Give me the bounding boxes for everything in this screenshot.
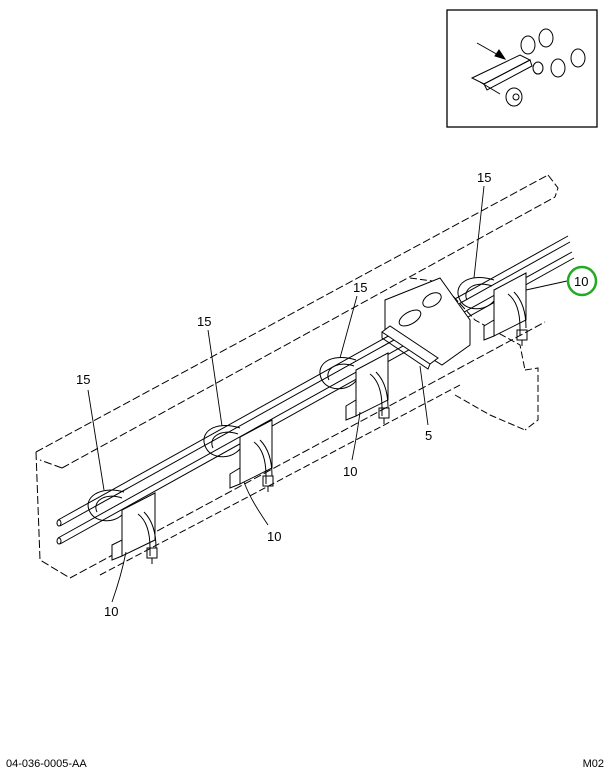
- bracket-c-plate: [355, 352, 389, 417]
- callout-10-c: 10: [343, 464, 357, 479]
- inset-crossmember: [479, 81, 501, 95]
- rail-right-end: [547, 174, 559, 198]
- crossmember-upper: [409, 277, 526, 371]
- callout-15-d: 15: [477, 170, 491, 185]
- clip-a-loop-inner: [95, 495, 123, 513]
- callout-10-highlight: 10: [574, 274, 588, 289]
- bracket-d-plate: [493, 272, 527, 337]
- tube-end-1: [56, 519, 62, 527]
- crossmember: [409, 277, 539, 431]
- bracket-arm: [381, 325, 439, 365]
- leader-10-b: [243, 481, 269, 526]
- tube-1b: [59, 241, 571, 527]
- tube-end-2: [56, 537, 62, 545]
- clip-assembly-b: [203, 419, 274, 492]
- leader-15-b: [207, 329, 223, 427]
- leader-15-d: [473, 185, 485, 279]
- clip-a-loop: [87, 489, 127, 522]
- highlight-circle: [566, 265, 598, 297]
- clip-b-loop: [203, 425, 243, 458]
- locator-inset: [446, 9, 598, 128]
- bracket-a-side: [111, 539, 123, 561]
- inset-rear-wheel-1: [520, 35, 536, 55]
- sheet-code: M02: [582, 758, 604, 770]
- inset-chassis-rail-2: [483, 59, 533, 91]
- lower-rail: [99, 384, 461, 576]
- leader-10-a: [111, 551, 127, 603]
- crossmember-lower: [454, 394, 526, 431]
- tube-1: [57, 235, 569, 521]
- clip-assembly-a: [87, 489, 158, 564]
- callout-15-c: 15: [353, 280, 367, 295]
- inset-frame: [446, 9, 598, 128]
- bracket-plate: [381, 277, 471, 370]
- callout-15-b: 15: [197, 314, 211, 329]
- leader-15-a: [87, 389, 105, 491]
- bracket-c-side: [345, 399, 357, 421]
- rail-top-inner: [61, 196, 556, 469]
- bracket-d-bolt: [516, 329, 528, 341]
- rail-left-end: [35, 451, 71, 579]
- clip-assembly-c: [319, 352, 390, 424]
- callout-5: 5: [425, 428, 432, 443]
- inset-arrow-head: [494, 49, 507, 60]
- bracket-c-bolt: [378, 407, 390, 419]
- bracket-b-side: [229, 467, 241, 489]
- frame-rail: [35, 174, 559, 579]
- clip-b-loop-inner: [211, 431, 239, 449]
- clip-d-loop-inner: [465, 283, 493, 301]
- callout-10-b: 10: [267, 529, 281, 544]
- bracket-slot-lower: [398, 309, 422, 327]
- bracket-d-hook: [507, 291, 527, 336]
- inset-front-wheel: [505, 87, 523, 107]
- inset-rear-wheel-5: [532, 61, 544, 75]
- lower-rail-line: [99, 384, 461, 576]
- inset-front-wheel-hub: [512, 93, 520, 101]
- leader-5: [419, 365, 429, 426]
- crossmember-flange: [524, 367, 539, 431]
- inset-rear-wheel-3: [550, 58, 566, 78]
- leader-10-highlight: [525, 280, 568, 291]
- tube-2: [57, 251, 573, 539]
- document-number: 04-036-0005-AA: [6, 758, 87, 770]
- clip-d-loop: [457, 277, 497, 310]
- inset-chassis: [470, 54, 532, 85]
- rail-left-inner: [39, 459, 63, 469]
- leader-lines: [87, 185, 568, 603]
- bracket-d-side: [483, 319, 495, 341]
- inset-rear-wheel-4: [570, 48, 586, 68]
- tube-bundle: [56, 235, 575, 545]
- clip-assembly-d: [457, 272, 528, 346]
- leader-10-c: [351, 411, 361, 461]
- callout-10-a: 10: [104, 604, 118, 619]
- bracket-arm-edge: [381, 332, 431, 370]
- inset-rear-wheel-2: [538, 28, 554, 48]
- clip-c-loop: [319, 357, 359, 390]
- leader-15-c: [339, 295, 358, 359]
- bracket-slot-upper: [422, 292, 442, 308]
- bracket-b-plate: [239, 419, 273, 485]
- clip-c-loop-inner: [327, 363, 355, 381]
- rail-top-edge: [35, 174, 549, 453]
- callout-15-a: 15: [76, 372, 90, 387]
